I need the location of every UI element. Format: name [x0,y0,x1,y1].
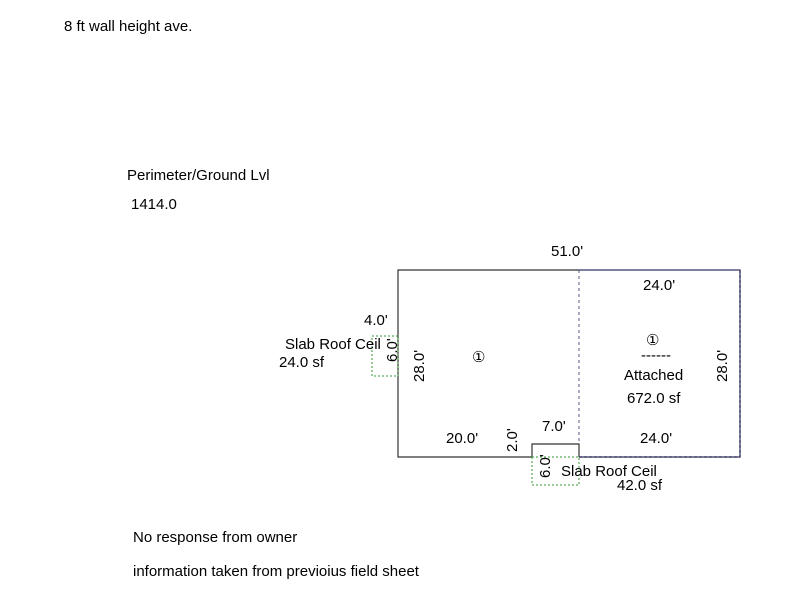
left-addon-width-dim: 4.0' [364,312,388,329]
left-addon-label: Slab Roof Ceil [285,336,381,353]
garage-bottom-dim: 24.0' [640,430,672,447]
garage-top-dim: 24.0' [643,277,675,294]
top-dim: 51.0' [551,243,583,260]
left-dim: 28.0' [411,350,428,382]
notch-width-dim: 7.0' [542,418,566,435]
notch-depth-dim: 2.0' [504,428,521,452]
perimeter-label: Perimeter/Ground Lvl [127,167,270,184]
garage-area: 672.0 sf [627,390,681,407]
garage-right-dim: 28.0' [714,350,731,382]
left-addon-height-dim: 6.0' [384,338,401,362]
left-slab-addon [371,335,399,377]
bottom-addon-area: 42.0 sf [617,477,663,494]
note-source: information taken from previoius field s… [133,563,419,580]
main-area-marker: ① [472,349,485,366]
bottom-slab-addon [531,456,580,486]
wall-height-note: 8 ft wall height ave. [64,18,193,35]
garage-separator: ------ [641,347,671,364]
note-owner: No response from owner [133,529,298,546]
left-addon-area: 24.0 sf [279,354,325,371]
garage-marker: ① [646,332,659,349]
perimeter-value: 1414.0 [131,196,177,213]
bottom-left-dim: 20.0' [446,430,478,447]
bottom-addon-height-dim: 6.0' [537,454,554,478]
garage-label: Attached [624,367,683,384]
bottom-addon-label: Slab Roof Ceil [561,463,657,480]
